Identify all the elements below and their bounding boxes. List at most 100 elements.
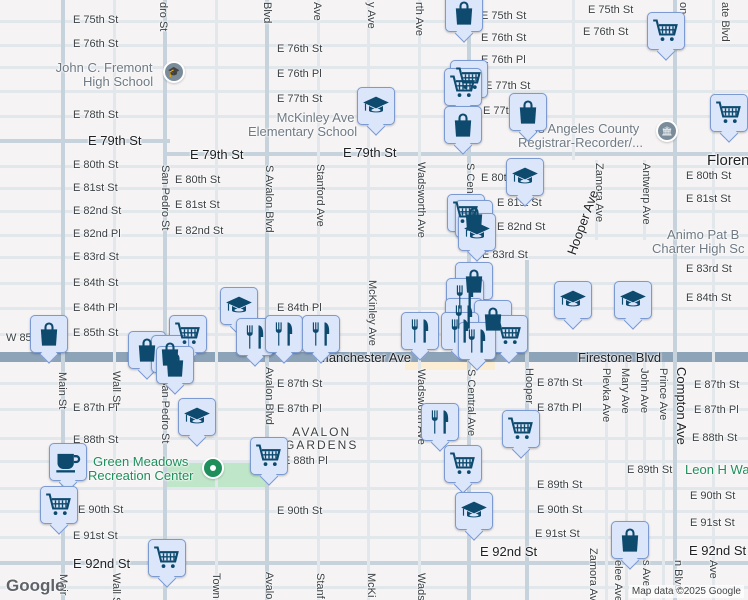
street-label: E 87th Pl	[73, 402, 118, 414]
poi-label-leon[interactable]: Leon H Wa	[685, 462, 748, 477]
street-label: E 90th St	[277, 505, 323, 517]
road	[0, 510, 748, 513]
map-marker-shopping[interactable]	[156, 346, 194, 384]
street-label: E 92nd St	[73, 556, 131, 571]
map-marker-school[interactable]	[357, 87, 395, 125]
road-wall-st	[113, 0, 116, 600]
road	[0, 333, 748, 336]
map-marker-grocery[interactable]	[710, 94, 748, 132]
shopping-icon	[455, 1, 473, 25]
map-marker-grocery[interactable]	[169, 315, 207, 353]
map-marker-shopping[interactable]	[444, 106, 482, 144]
map-marker-shopping[interactable]	[30, 315, 68, 353]
street-label: E 79th St	[88, 133, 142, 148]
street-label: E 84th Pl	[73, 302, 118, 314]
street-label: E 77th	[483, 105, 515, 117]
government-poi-icon[interactable]: 🏛	[656, 120, 678, 142]
map-marker-restaurant[interactable]	[421, 403, 459, 441]
road	[0, 437, 748, 440]
street-label: W 85	[6, 332, 32, 344]
school-icon	[464, 222, 490, 239]
map-marker-shopping[interactable]	[509, 93, 547, 131]
road-towne	[215, 0, 218, 600]
road	[0, 307, 748, 310]
street-label: E 75th St	[481, 10, 527, 22]
restaurant-icon	[455, 305, 473, 329]
street-label: E 91st St	[535, 528, 580, 540]
road	[0, 187, 748, 190]
map-marker-restaurant[interactable]	[236, 318, 274, 356]
street-label: E 80th St	[73, 159, 119, 171]
street-label: E 81st St	[497, 197, 542, 209]
map-marker-school[interactable]	[614, 281, 652, 319]
street-label: S Central Ave	[465, 369, 477, 437]
map-marker-restaurant[interactable]	[265, 315, 303, 353]
street-label: McKinley Ave	[366, 280, 378, 346]
street-label: Mary Ave	[619, 368, 631, 414]
street-label-manchester: Manchester Ave	[318, 350, 411, 365]
road	[0, 586, 748, 589]
street-label: E 87th Pl	[694, 404, 739, 416]
road-manchester-firestone	[0, 352, 748, 362]
street-label: E 92nd St	[689, 543, 747, 558]
map-marker-grocery[interactable]	[647, 12, 685, 50]
street-label: E 88th Pl	[283, 455, 328, 467]
street-label: E 75th St	[73, 14, 119, 26]
street-label: Compton Ave	[674, 367, 689, 445]
map-marker-grocery[interactable]	[250, 437, 288, 475]
school-icon	[620, 290, 646, 307]
restaurant-icon	[312, 322, 330, 346]
road	[0, 487, 748, 490]
grocery-icon	[496, 322, 521, 345]
map-marker-restaurant[interactable]	[401, 312, 439, 350]
road	[0, 460, 748, 463]
map-marker-shopping[interactable]	[445, 0, 483, 32]
map-marker-coffee[interactable]	[49, 443, 87, 481]
street-label: San Pedro St	[159, 165, 171, 231]
map-marker-school[interactable]	[506, 158, 544, 196]
map-marker-shopping[interactable]	[611, 521, 649, 559]
street-label: Wall St	[110, 371, 122, 406]
map-marker-school[interactable]	[458, 213, 496, 251]
grocery-icon	[508, 417, 533, 440]
shopping-icon	[40, 322, 58, 346]
school-poi-icon[interactable]: 🎓	[163, 61, 185, 83]
map-marker-school[interactable]	[554, 281, 592, 319]
school-icon	[461, 501, 487, 518]
street-label: E 90th St	[537, 504, 583, 516]
map-marker-grocery[interactable]	[40, 486, 78, 524]
road-e79	[0, 139, 170, 143]
map-marker-shopping[interactable]	[128, 331, 166, 369]
road-e79	[165, 152, 748, 156]
shopping-icon	[454, 113, 472, 137]
map-marker-grocery[interactable]	[148, 539, 186, 577]
street-label: E 88th St	[692, 432, 738, 444]
map-marker-school[interactable]	[220, 287, 258, 325]
map-marker-school[interactable]	[178, 398, 216, 436]
street-label: E 91st St	[73, 530, 118, 542]
grocery-icon	[154, 546, 179, 569]
road	[595, 160, 598, 240]
map-marker-restaurant[interactable]	[302, 315, 340, 353]
road	[0, 536, 748, 539]
grocery-icon	[716, 101, 741, 124]
map-marker-grocery[interactable]	[490, 315, 528, 353]
map-marker-grocery[interactable]	[444, 445, 482, 483]
map-marker-grocery[interactable]	[444, 68, 482, 106]
shopping-icon	[166, 353, 184, 377]
street-label: E 87th St	[694, 379, 740, 391]
road	[605, 362, 608, 600]
street-label: E 81st St	[686, 193, 731, 205]
street-label: E 79th St	[190, 147, 244, 162]
map-attribution[interactable]: Map data ©2025 Google	[628, 585, 744, 598]
map-marker-grocery[interactable]	[502, 410, 540, 448]
park-poi-icon[interactable]	[202, 457, 224, 479]
map-marker-school[interactable]	[455, 492, 493, 530]
map-marker-restaurant[interactable]	[458, 322, 496, 360]
